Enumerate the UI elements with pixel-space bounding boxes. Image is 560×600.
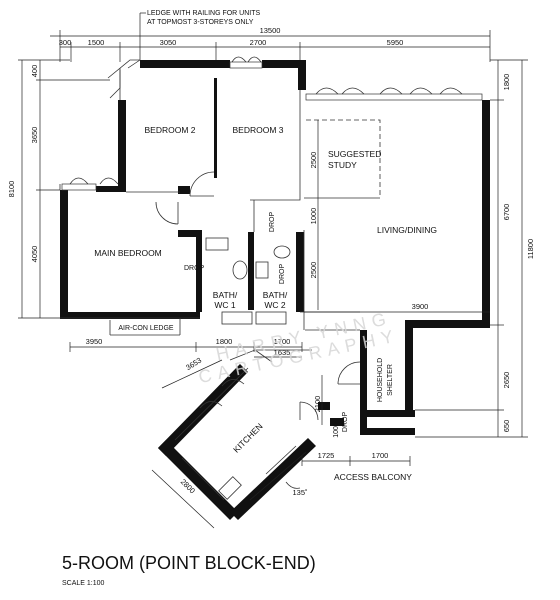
plan-title: 5-ROOM (POINT BLOCK-END) <box>62 553 316 573</box>
kitchen-block <box>158 349 316 520</box>
dim-left-1: 400 <box>30 65 39 78</box>
room-access-balcony: ACCESS BALCONY <box>334 472 412 482</box>
dim-door-w: 1000 <box>333 422 340 438</box>
ledge-note: LEDGE WITH RAILING FOR UNITS AT TOPMOST … <box>127 10 261 69</box>
dim-study-h: 2500 <box>309 152 318 169</box>
dim-wc2-w: 1700 <box>274 337 291 346</box>
dim-right-1: 1800 <box>502 74 511 91</box>
angle-label: 135˚ <box>292 488 307 497</box>
room-bath2-line2: WC 2 <box>264 300 286 310</box>
room-bath2-line1: BATH/ <box>263 290 288 300</box>
room-aircon-ledge: AIR-CON LEDGE <box>118 325 174 332</box>
dim-top-4: 2700 <box>250 38 267 47</box>
room-shelter-line2: SHELTER <box>387 364 394 396</box>
study-outline <box>306 119 381 198</box>
dim-living-w: 3900 <box>412 302 429 311</box>
dim-top-1: 300 <box>59 38 72 47</box>
dim-right-2: 6700 <box>502 204 511 221</box>
dim-top-overall: 13500 <box>260 26 281 35</box>
room-bedroom-3: BEDROOM 3 <box>232 125 283 135</box>
dim-corr-h: 1000 <box>309 208 318 225</box>
drop-label: DROP <box>342 412 349 433</box>
dim-right-4: 650 <box>502 420 511 433</box>
dim-left-3: 4050 <box>30 246 39 263</box>
interior-dimensions: 2500 1000 2500 3900 3950 1800 1700 1635 … <box>69 120 490 466</box>
dim-left-overall: 8100 <box>7 181 16 198</box>
dim-bath-w: 1800 <box>216 337 233 346</box>
doors <box>155 171 361 421</box>
room-living-dining: LIVING/DINING <box>377 225 437 235</box>
dim-ent-w: 1725 <box>318 451 335 460</box>
bath-fixtures <box>205 237 291 325</box>
dim-left-2: 3650 <box>30 127 39 144</box>
room-study-line2: STUDY <box>328 160 357 170</box>
ledge-note-line2: AT TOPMOST 3-STOREYS ONLY <box>147 19 254 26</box>
room-shelter-line1: HOUSEHOLD <box>377 358 384 402</box>
dim-bath-h: 2500 <box>309 262 318 279</box>
windows <box>59 56 483 191</box>
dim-right-overall: 11800 <box>526 239 535 259</box>
room-bath1-line1: BATH/ <box>213 290 238 300</box>
dim-ent-h: 2100 <box>313 396 322 413</box>
dim-mb-w: 3950 <box>86 337 103 346</box>
dim-shelter-w: 1700 <box>372 451 389 460</box>
room-bedroom-2: BEDROOM 2 <box>144 125 195 135</box>
dim-top-2: 1500 <box>88 38 105 47</box>
room-study-line1: SUGGESTED <box>328 149 381 159</box>
drop-label: DROP <box>184 265 205 272</box>
walls <box>60 60 490 435</box>
plan-scale: SCALE 1:100 <box>62 580 105 587</box>
top-dimensions: 13500 300 1500 3050 2700 5950 <box>50 26 491 62</box>
ledge-note-line1: LEDGE WITH RAILING FOR UNITS <box>147 10 261 17</box>
right-dimensions: 11800 1800 6700 2650 650 <box>415 59 535 438</box>
drop-label: DROP <box>269 212 276 233</box>
drop-label: DROP <box>279 264 286 285</box>
room-main-bedroom: MAIN BEDROOM <box>94 248 162 258</box>
drop-labels: DROP DROP DROP DROP <box>184 212 349 433</box>
dim-right-3: 2650 <box>502 372 511 389</box>
dim-top-3: 3050 <box>160 38 177 47</box>
room-bath1-line2: WC 1 <box>214 300 236 310</box>
dim-top-5: 5950 <box>387 38 404 47</box>
left-dimensions: 8100 400 3650 4050 <box>7 59 110 319</box>
dim-small-w: 1635 <box>274 348 291 357</box>
title-block: 5-ROOM (POINT BLOCK-END) SCALE 1:100 <box>62 553 316 587</box>
room-kitchen: KITCHEN <box>231 421 264 454</box>
